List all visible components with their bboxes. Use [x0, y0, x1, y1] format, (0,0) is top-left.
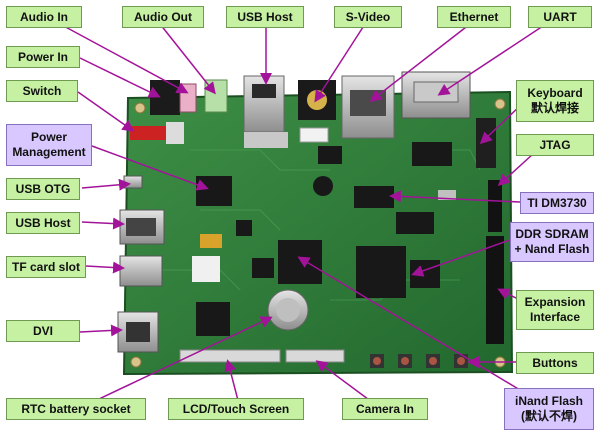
label-usb-otg: USB OTG: [6, 178, 80, 200]
label-power-management: Power Management: [6, 124, 92, 166]
label-usb-host-top: USB Host: [226, 6, 304, 28]
label-ti-dm3730: TI DM3730: [520, 192, 594, 214]
label-lcd-touch-screen: LCD/Touch Screen: [168, 398, 304, 420]
label-jtag: JTAG: [516, 134, 594, 156]
label-rtc-battery-socket: RTC battery socket: [6, 398, 146, 420]
label-inand-flash: iNand Flash (默认不焊): [504, 388, 594, 430]
label-power-management-line1: Power: [30, 130, 67, 144]
label-power-management-line2: Management: [12, 145, 86, 159]
label-keyboard: Keyboard 默认焊接: [516, 80, 594, 122]
label-switch: Switch: [6, 80, 78, 102]
label-expansion-interface-line1: Expansion: [524, 295, 586, 309]
label-ddr-sdram-line2: + Nand Flash: [514, 242, 590, 256]
label-ddr-sdram: DDR SDRAM + Nand Flash: [510, 222, 594, 262]
label-uart: UART: [528, 6, 592, 28]
label-inand-flash-line2: (默认不焊): [521, 409, 577, 423]
label-s-video: S-Video: [334, 6, 402, 28]
label-audio-out: Audio Out: [122, 6, 204, 28]
label-expansion-interface-line2: Interface: [529, 310, 581, 324]
chips: [192, 132, 456, 336]
label-ddr-sdram-line1: DDR SDRAM: [515, 227, 589, 241]
label-keyboard-line2: 默认焊接: [530, 101, 579, 115]
label-dvi: DVI: [6, 320, 80, 342]
label-usb-host-left: USB Host: [6, 212, 80, 234]
label-tf-card-slot: TF card slot: [6, 256, 86, 278]
label-inand-flash-line1: iNand Flash: [514, 394, 583, 408]
label-audio-in: Audio In: [6, 6, 82, 28]
label-keyboard-line1: Keyboard: [527, 86, 583, 100]
label-expansion-interface: Expansion Interface: [516, 290, 594, 330]
leader-lines: [59, 23, 547, 409]
label-power-in: Power In: [6, 46, 80, 68]
label-ethernet: Ethernet: [437, 6, 511, 28]
label-camera-in: Camera In: [342, 398, 428, 420]
label-buttons: Buttons: [516, 352, 594, 374]
